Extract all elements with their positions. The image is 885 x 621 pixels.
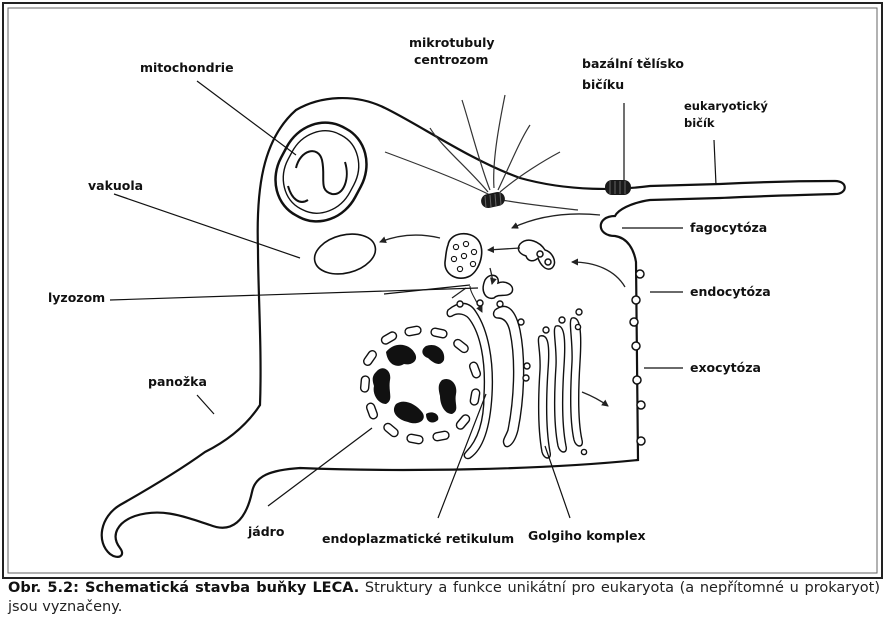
label-exocytoza: exocytóza [690, 360, 761, 375]
leader-lines [110, 81, 716, 518]
golgi-complex [523, 309, 587, 458]
label-endocytoza: endocytóza [690, 284, 771, 299]
label-bazalni-telisko: bazální tělísko [582, 56, 684, 71]
label-endoplazmaticke-retikulum: endoplazmatické retikulum [322, 531, 514, 546]
label-golgiho-komplex: Golgiho komplex [528, 528, 646, 543]
basal-body [605, 180, 631, 195]
label-fagocytoza: fagocytóza [690, 220, 767, 235]
caption-title: Obr. 5.2: Schematická stavba buňky LECA. [8, 580, 359, 596]
label-vakuola: vakuola [88, 178, 143, 193]
transport-arrows [380, 214, 625, 406]
figure-caption: Obr. 5.2: Schematická stavba buňky LECA.… [8, 579, 880, 617]
label-biciku: bičíku [582, 77, 624, 92]
cell-membrane [102, 98, 845, 557]
label-mikrotubuly: mikrotubuly [409, 35, 495, 50]
label-mitochondrie: mitochondrie [140, 60, 234, 75]
label-bicik: bičík [684, 116, 715, 130]
label-eukaryoticky: eukaryotický [684, 99, 768, 113]
lysosome [445, 234, 482, 278]
label-lyzozom: lyzozom [48, 290, 105, 305]
label-panozka: panožka [148, 374, 207, 389]
label-jadro: jádro [247, 524, 285, 539]
endoplasmic-reticulum [447, 300, 524, 459]
endosome [483, 240, 554, 298]
vacuole [310, 228, 379, 280]
label-centrozom: centrozom [414, 52, 488, 67]
centrosome [385, 95, 578, 210]
mitochondrion [260, 108, 381, 236]
nucleus [360, 326, 481, 445]
